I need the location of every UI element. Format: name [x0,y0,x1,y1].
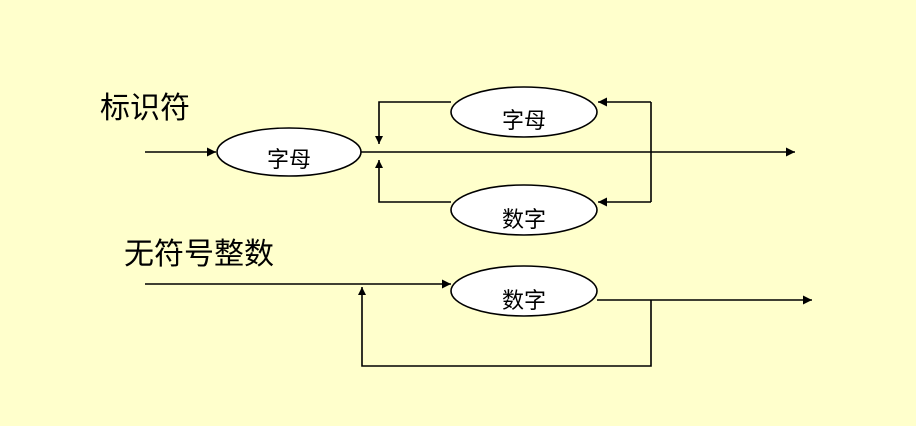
unsigned-integer-loop-return [358,287,652,367]
identifier-loop-letter-return [375,101,451,144]
unsigned-integer-digit-node: 数字 [450,265,598,317]
identifier-start-letter-label: 字母 [267,148,311,173]
identifier-loop-digit-node: 数字 [450,184,598,236]
identifier-title: 标识符 [100,91,190,126]
identifier-loop-letter-label: 字母 [502,109,546,134]
identifier-loop-digit-return [375,160,451,203]
unsigned-integer-title: 无符号整数 [124,237,274,272]
identifier-start-letter-node: 字母 [216,127,362,177]
identifier-loop-digit-label: 数字 [502,208,546,233]
identifier-loop-letter-node: 字母 [450,86,598,138]
unsigned-integer-digit-label: 数字 [502,289,546,314]
